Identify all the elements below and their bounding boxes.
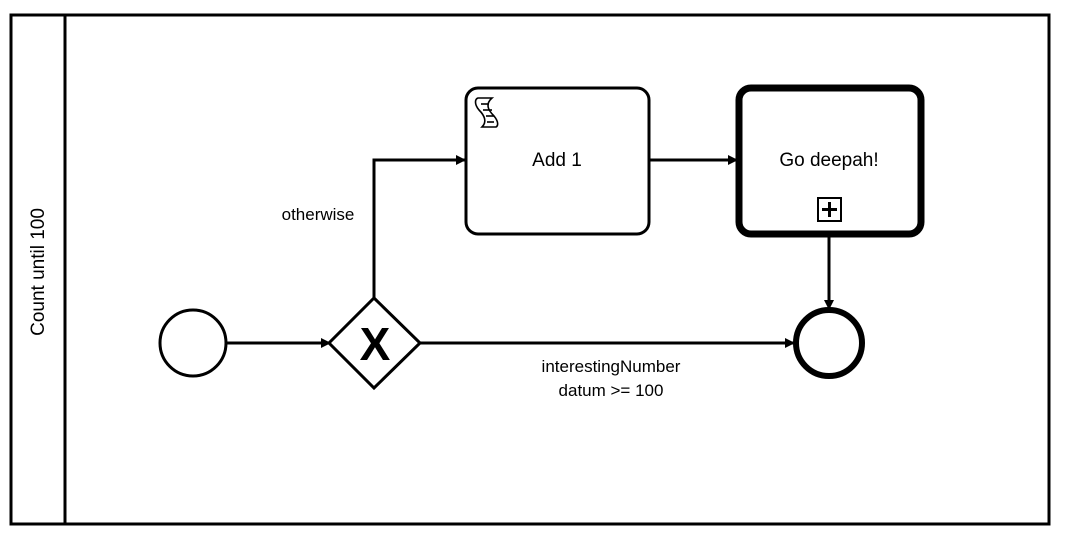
gateway-x-marker-icon: X	[360, 318, 391, 370]
pool-label: Count until 100	[28, 208, 49, 336]
sequence-flows	[227, 155, 834, 348]
task-box	[464, 86, 651, 236]
end-event[interactable]	[793, 307, 865, 379]
flow-otherwise-label: otherwise	[282, 205, 355, 224]
exclusive-gateway[interactable]: X	[326, 295, 423, 391]
call-activity-box	[735, 84, 925, 238]
script-task-add-1[interactable]: Add 1	[464, 86, 651, 236]
start-event[interactable]	[158, 308, 228, 378]
collapsed-subprocess-plus-icon[interactable]	[817, 197, 842, 222]
call-activity-go-deepah[interactable]: Go deepah!	[735, 84, 925, 238]
call-activity-label: Go deepah!	[779, 150, 878, 171]
task-label: Add 1	[532, 150, 582, 171]
flow-condition-label-line1: interestingNumber	[542, 357, 681, 376]
script-icon	[474, 97, 499, 128]
flow-condition-label-line2: datum >= 100	[559, 381, 664, 400]
gateway-diamond	[326, 295, 423, 391]
flow-otherwise[interactable]	[372, 155, 466, 298]
